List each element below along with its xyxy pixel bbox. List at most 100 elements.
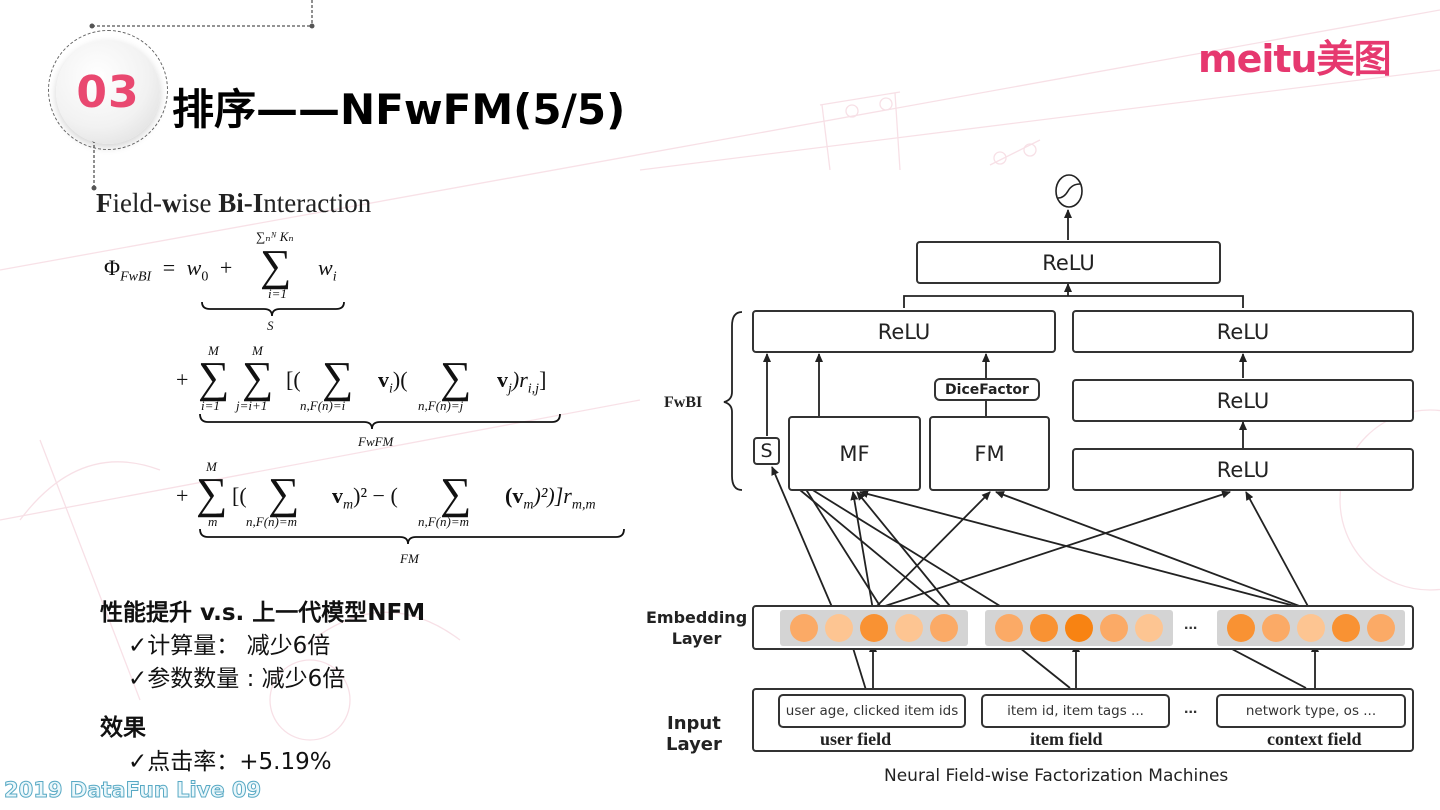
sum1-lower: i=1: [268, 286, 287, 301]
line3-square-minus: )² − (: [353, 483, 398, 508]
line2-plus: +: [176, 367, 189, 392]
input-ellipsis: ...: [1184, 700, 1198, 717]
w0-subscript: 0: [201, 269, 209, 285]
vm-subscript: m: [343, 497, 354, 513]
vm2-subscript: m: [523, 497, 534, 513]
embedding-dot: [1296, 614, 1325, 642]
edge-input-context-diag: [1229, 647, 1307, 689]
edge-emb-context-to-deep: [1245, 491, 1311, 611]
line3-inner-1-lower: n,F(n)=m: [246, 514, 298, 529]
embedding-dot: [1332, 614, 1361, 642]
line2-vi: vi)(: [378, 367, 408, 397]
embedding-dot: [994, 614, 1023, 642]
embedding-dot: [930, 614, 959, 642]
wi-symbol: w: [318, 255, 333, 280]
edge-emb-mf-diag: [799, 479, 881, 607]
wi-term: wi: [318, 255, 337, 285]
line2-sum-j: ∑: [242, 353, 274, 402]
line2-inner-sum-1: ∑: [322, 353, 354, 402]
edge-emb-item2-to-mf: [799, 489, 941, 607]
line2-mid: )(: [392, 367, 408, 392]
underbrace-fm: [199, 528, 625, 545]
line3-sum-upper: M: [206, 459, 217, 474]
vj-subscript: j: [508, 381, 512, 397]
plus-sign: +: [219, 255, 233, 280]
event-tag: 2019 DataFun Live 09: [3, 778, 262, 803]
performance-item-text: 计算量： 减少6倍: [147, 633, 331, 659]
deep-relu-top-box: ReLU: [1072, 310, 1414, 353]
deep-relu-mid-box: ReLU: [1072, 379, 1414, 422]
brace-label-fm: FM: [400, 551, 419, 566]
field-label-user: user field: [820, 729, 892, 749]
r-mm-subscript: m,m: [571, 497, 596, 513]
vi-subscript: i: [389, 381, 393, 397]
line2-sum-j-upper: M: [252, 343, 263, 358]
effect-item: ✓点击率：+5.19%: [128, 742, 332, 776]
fwbi-label: FwBI: [664, 394, 703, 411]
embedding-label-line1: Embedding: [646, 608, 748, 627]
edge-emb-context-to-mf: [859, 490, 1311, 611]
line2-inner-2-lower: n,F(n)=j: [418, 398, 464, 413]
input-chip-item: item id, item tags ...: [981, 694, 1170, 728]
edge-input-user-diag: [852, 647, 867, 691]
embedding-dot: [1261, 614, 1290, 642]
line3-open: [(: [232, 483, 247, 508]
performance-item: ✓计算量： 减少6倍: [128, 626, 330, 660]
effect-title: 效果: [100, 715, 146, 741]
input-label-line2: Layer: [666, 734, 722, 755]
line2-close: )r: [511, 367, 528, 392]
equation-lhs: ΦFwBI = w0 +: [104, 255, 232, 285]
check-icon: ✓: [128, 666, 148, 692]
heading-part: ield-: [112, 188, 162, 218]
mf-box: MF: [788, 416, 921, 491]
edge-merge-bar: [903, 295, 1244, 308]
performance-item: ✓参数数量 : 减少6倍: [128, 659, 345, 693]
input-chip-context: network type, os ...: [1216, 694, 1406, 728]
check-icon: ✓: [128, 749, 148, 775]
embedding-dot: [895, 614, 924, 642]
lhs-subscript: FwBI: [120, 269, 152, 285]
performance-title: 性能提升 v.s. 上一代模型NFM: [100, 600, 426, 626]
vm-symbol: v: [332, 483, 343, 508]
embedding-dot: [824, 614, 853, 642]
input-label-line1: Input: [667, 713, 721, 734]
line3-close: )²)]r: [533, 483, 572, 508]
line2-sum-j-lower: j=i+1: [236, 398, 268, 413]
edge-emb-to-s: [771, 466, 833, 608]
diagram-caption: Neural Field-wise Factorization Machines: [884, 766, 1229, 786]
line2-end: ]: [539, 367, 547, 392]
line3-inner-sum-1: ∑: [268, 469, 300, 518]
edge-emb-context-to-fm: [995, 491, 1311, 611]
field-label-context: context field: [1267, 729, 1362, 749]
sum1-symbol: ∑: [260, 241, 292, 290]
embedding-dot: [859, 614, 888, 642]
heading-part: ise: [181, 188, 219, 218]
wi-subscript: i: [332, 269, 337, 285]
edge-emb-user-to-fm: [872, 491, 991, 611]
sigmoid-output-icon: [1055, 174, 1083, 208]
line2-sum-i-lower: i=1: [201, 398, 220, 413]
section-number: 03: [76, 66, 140, 118]
line3-sum-lower: m: [208, 514, 218, 529]
formula-heading: Field-wise Bi-Interaction: [96, 188, 371, 219]
brace-label-s: S: [267, 318, 274, 333]
line2-inner-1-lower: n,F(n)=i: [300, 398, 346, 413]
embedding-layer-label: Embedding Layer: [646, 607, 747, 649]
edge-emb-item-to-s: [789, 475, 1001, 607]
performance-item-text: 参数数量 : 减少6倍: [147, 666, 346, 692]
edge-emb-user-to-deep: [872, 490, 1231, 611]
heading-part: F: [96, 188, 113, 218]
line3-vm2: (vm)²)]rm,m: [505, 483, 596, 513]
embedding-dot: [789, 614, 818, 642]
underbrace-s: [201, 301, 345, 317]
top-relu-box: ReLU: [916, 241, 1221, 284]
line3-inner-2-lower: n,F(n)=m: [418, 514, 470, 529]
line3-inner-sum-2: ∑: [440, 469, 472, 518]
edge-input-item-diag: [1019, 647, 1071, 689]
r-ij-subscript: i,j: [527, 381, 540, 397]
line2-open: [(: [286, 367, 301, 392]
vi-symbol: v: [378, 367, 389, 392]
section-badge: [56, 40, 160, 144]
deep-relu-bottom-box: ReLU: [1072, 448, 1414, 491]
fwbi-brace: [723, 311, 743, 491]
